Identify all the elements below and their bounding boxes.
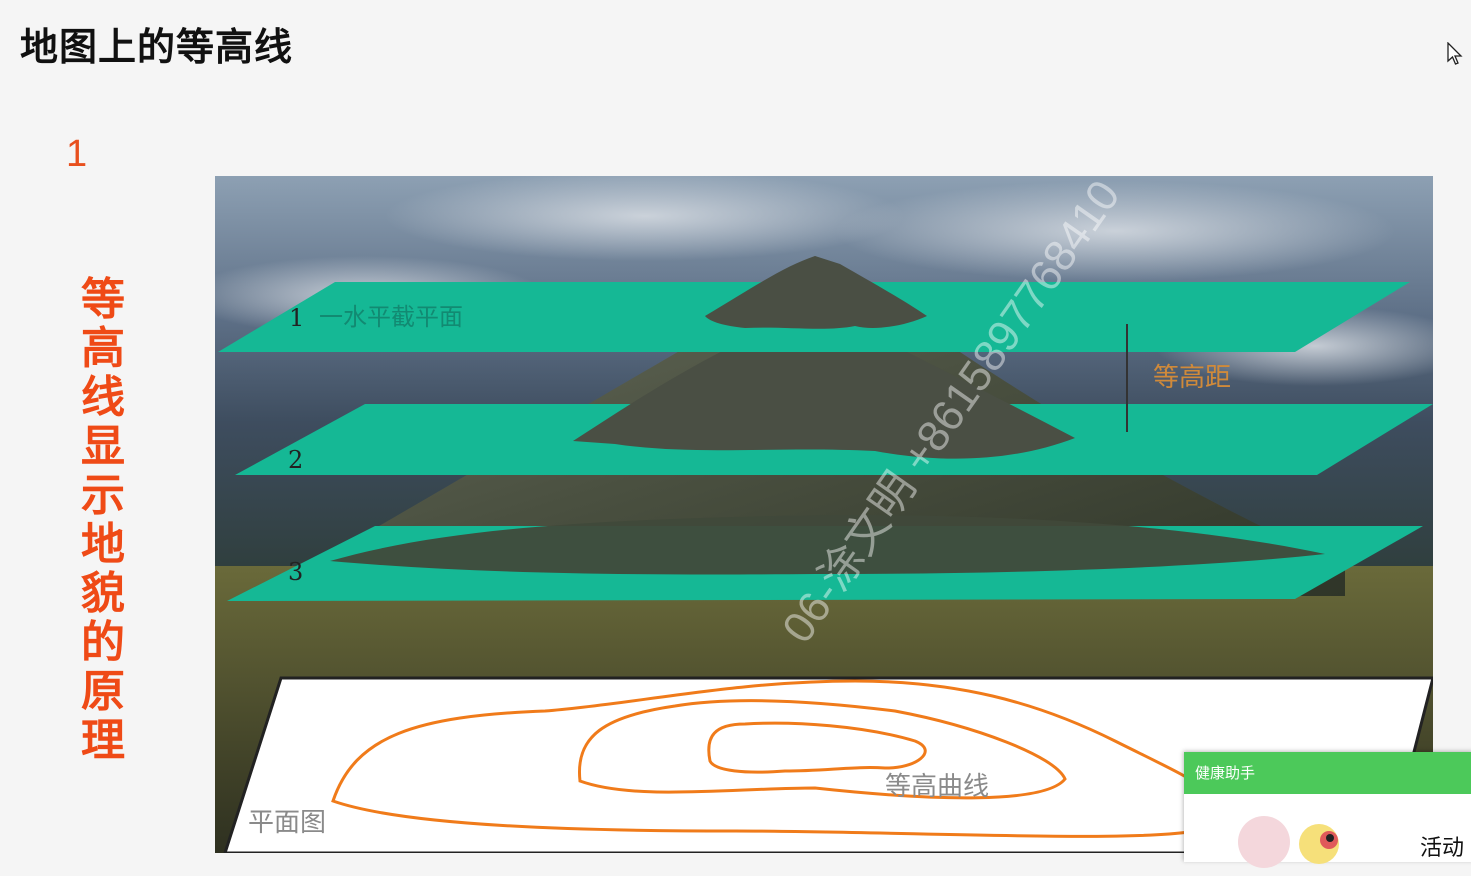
mountain-slice-1 bbox=[705, 256, 927, 329]
plane-number-3: 3 bbox=[288, 558, 303, 586]
plane-number-2: 2 bbox=[288, 446, 303, 474]
plan-view-label: 平面图 bbox=[248, 808, 326, 838]
plan-view bbox=[223, 676, 1433, 853]
vertical-heading: 等 高 线 显 示 地 貌 的 原 理 bbox=[78, 275, 128, 765]
widget-text: 活动 bbox=[1420, 836, 1465, 861]
heading-char: 原 bbox=[81, 666, 125, 717]
widget-title[interactable]: 健康助手 bbox=[1184, 752, 1471, 794]
cloud bbox=[385, 176, 905, 261]
heading-char: 理 bbox=[81, 715, 125, 766]
heading-char: 的 bbox=[81, 617, 125, 668]
heading-char: 显 bbox=[81, 421, 125, 472]
plane-number-1: 1 bbox=[289, 304, 304, 332]
contour-line-outer bbox=[331, 679, 1222, 838]
contour-interval-label: 等高距 bbox=[1153, 363, 1231, 393]
mountain-slice-3 bbox=[330, 515, 1325, 575]
heading-char: 高 bbox=[81, 323, 125, 374]
mouse-cursor-icon bbox=[1447, 41, 1463, 70]
cloud bbox=[835, 181, 1395, 281]
contour-curve-label: 等高曲线 bbox=[885, 772, 989, 802]
horizontal-plane-label: 一水平截平面 bbox=[319, 303, 463, 331]
slide-title: 地图上的等高线 bbox=[20, 25, 294, 69]
contour-line-inner bbox=[707, 721, 927, 774]
heading-char: 示 bbox=[81, 470, 125, 521]
heading-char: 线 bbox=[81, 372, 125, 423]
heading-char: 等 bbox=[81, 274, 125, 325]
illustration-icon bbox=[1224, 812, 1354, 876]
heading-char: 地 bbox=[81, 519, 125, 570]
heading-char: 貌 bbox=[81, 568, 125, 619]
mountain-slice-2 bbox=[573, 316, 1075, 459]
health-assistant-widget[interactable]: 健康助手 活动 bbox=[1184, 752, 1471, 868]
contour-line-middle bbox=[577, 699, 1067, 800]
slide-number: 1 bbox=[66, 133, 88, 175]
